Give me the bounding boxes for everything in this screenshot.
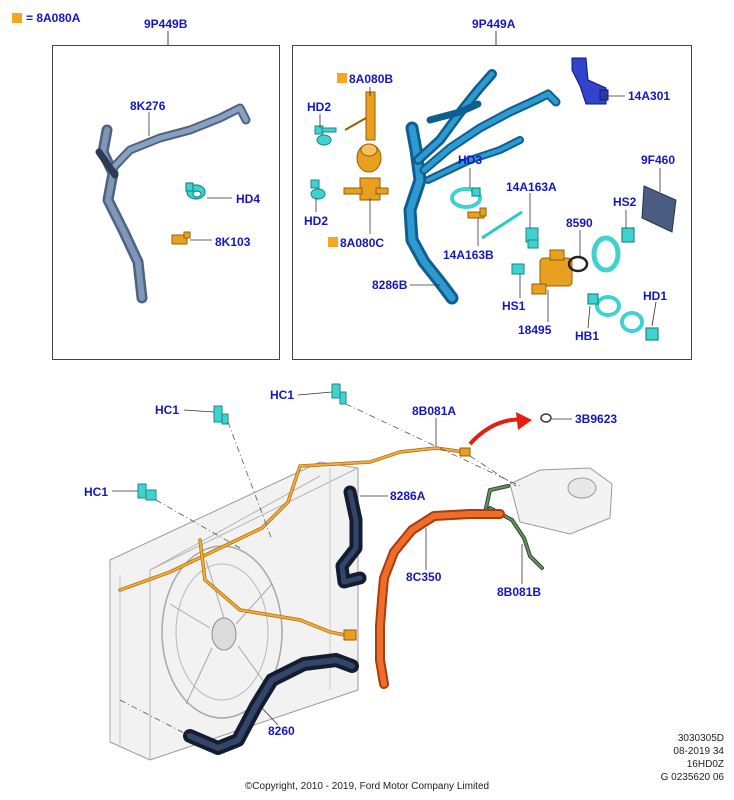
swatch-8A080C [328,237,338,247]
label-HC1-c: HC1 [84,485,109,499]
legend-text: = 8A080A [26,11,81,25]
info-line-4: G 0235620 06 [660,772,724,783]
label-HD2-top: HD2 [307,100,332,114]
label-8B081A: 8B081A [412,404,457,418]
clip-HC1 [137,383,347,501]
hose-8286B [403,69,561,305]
hose-8B081B [484,484,544,570]
degas-tank [509,467,613,535]
label-HC1-b: HC1 [270,388,295,402]
hose-8286A [335,485,367,589]
hose-8260 [183,653,359,755]
label-18495: 18495 [518,323,552,337]
clamp-HS1 [511,263,525,275]
group-frame-left [52,45,280,360]
label-HD2-bottom: HD2 [304,214,329,228]
label-8K103: 8K103 [215,235,251,249]
clamp-HS2 [591,227,635,273]
info-line-1: 3030305D [677,733,724,744]
clamp-HD1 [620,311,659,341]
red-arrow-icon [468,412,532,446]
label-HC1-a: HC1 [155,403,180,417]
clamp-HD4 [185,182,206,200]
clamp-HD3 [450,187,482,209]
label-8K276: 8K276 [130,99,166,113]
part-8A080C [343,177,389,201]
label-8B081B: 8B081B [497,585,542,599]
label-14A301: 14A301 [628,89,671,103]
hose-8B081A [118,446,471,641]
clamp-HD2-top [314,125,337,146]
label-HS2: HS2 [613,195,637,209]
label-HD4: HD4 [236,192,261,206]
part-8K103 [171,231,191,245]
group-label-right: 9P449A [472,17,516,31]
part-14A163A [481,210,539,249]
radiator-assembly [109,461,359,761]
label-HB1: HB1 [575,329,600,343]
copyright-text: ©Copyright, 2010 - 2019, Ford Motor Comp… [244,781,490,792]
label-14A163B: 14A163B [443,248,494,262]
part-14A301 [571,57,609,105]
label-HS1: HS1 [502,299,526,313]
label-8286B: 8286B [372,278,408,292]
clamp-HD2-bottom [310,179,326,200]
part-3B9623 [540,413,552,423]
label-8A080C: 8A080C [340,236,385,250]
legend-swatch [12,13,22,23]
info-line-2: 08-2019 34 [673,746,724,757]
hose-8K276 [95,103,251,304]
label-8C350: 8C350 [406,570,442,584]
part-8590 [567,255,589,273]
label-8260: 8260 [268,724,295,738]
label-8A080B: 8A080B [349,72,394,86]
swatch-8A080B [337,73,347,83]
part-18495 [531,249,573,295]
label-8590: 8590 [566,216,593,230]
clamp-HB1 [587,293,621,317]
group-label-left: 9P449B [144,17,188,31]
part-14A163B [467,207,487,219]
label-HD1: HD1 [643,289,668,303]
info-line-3: 16HD0Z [686,759,724,770]
label-14A163A: 14A163A [506,180,557,194]
label-9F460: 9F460 [641,153,676,167]
part-9F460 [641,185,677,233]
part-8A080B [344,91,382,173]
label-HD3: HD3 [458,153,483,167]
hose-8C350 [375,509,505,689]
drawing-info: 3030305D 08-2019 34 16HD0Z G 0235620 06 [661,732,724,784]
label-8286A: 8286A [390,489,426,503]
group-frame-right [292,45,692,360]
label-3B9623: 3B9623 [575,412,618,426]
